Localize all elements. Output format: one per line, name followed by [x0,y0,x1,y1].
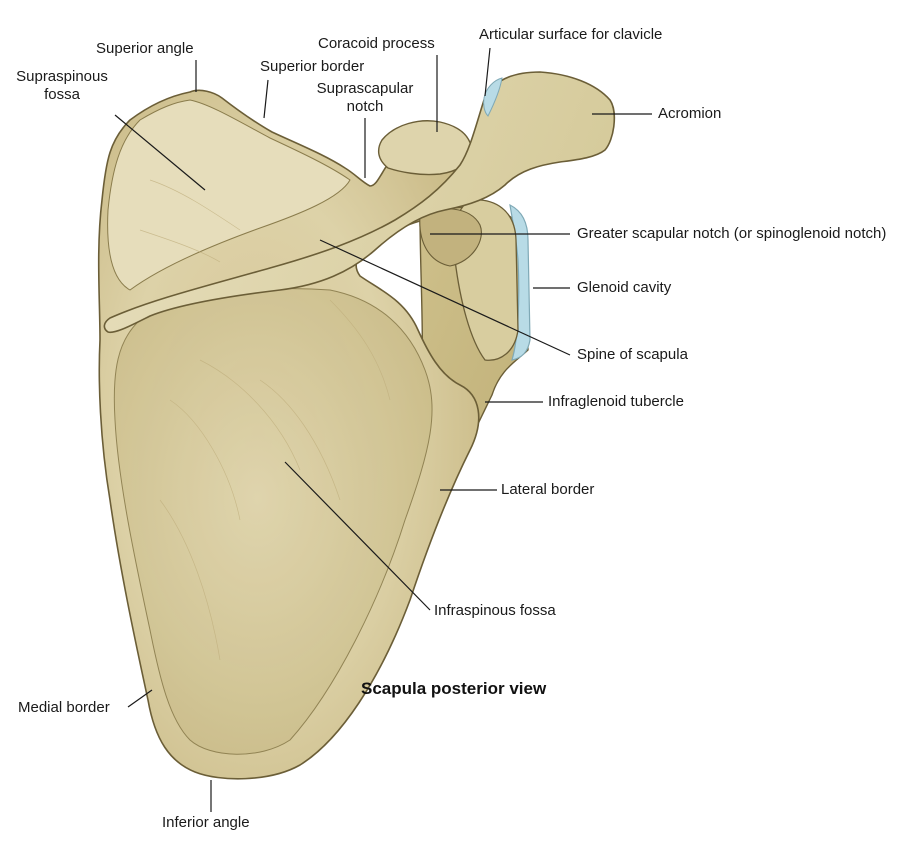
infraspinous-depression [113,288,433,755]
label-articular-surface-clavicle: Articular surface for clavicle [479,26,663,43]
label-superior-border: Superior border [260,58,365,75]
label-acromion: Acromion [658,105,722,122]
label-lateral-border: Lateral border [501,481,595,498]
label-coracoid-process: Coracoid process [318,35,435,52]
label-greater-scapular-notch: Greater scapular notch (or spinoglenoid … [577,225,887,242]
label-medial-border: Medial border [18,699,110,716]
label-glenoid-cavity: Glenoid cavity [577,279,672,296]
figure-title: Scapula posterior view [361,679,547,698]
label-infraglenoid-tubercle: Infraglenoid tubercle [548,393,684,410]
leader-lines [114,47,652,812]
supraspinous-depression [107,99,351,291]
label-supraspinous-fossa: Supraspinous fossa [16,68,108,103]
label-spine-of-scapula: Spine of scapula [577,346,688,363]
bone-texture [139,179,391,661]
spine-and-acromion [103,71,616,334]
clavicle-facet [483,77,503,117]
label-superior-angle: Superior angle [96,40,194,57]
label-infraspinous-fossa: Infraspinous fossa [434,602,556,619]
label-suprascapular-notch: Suprascapular notch [316,80,414,115]
spinoglenoid-notch [419,208,482,267]
label-inferior-angle: Inferior angle [162,814,250,831]
